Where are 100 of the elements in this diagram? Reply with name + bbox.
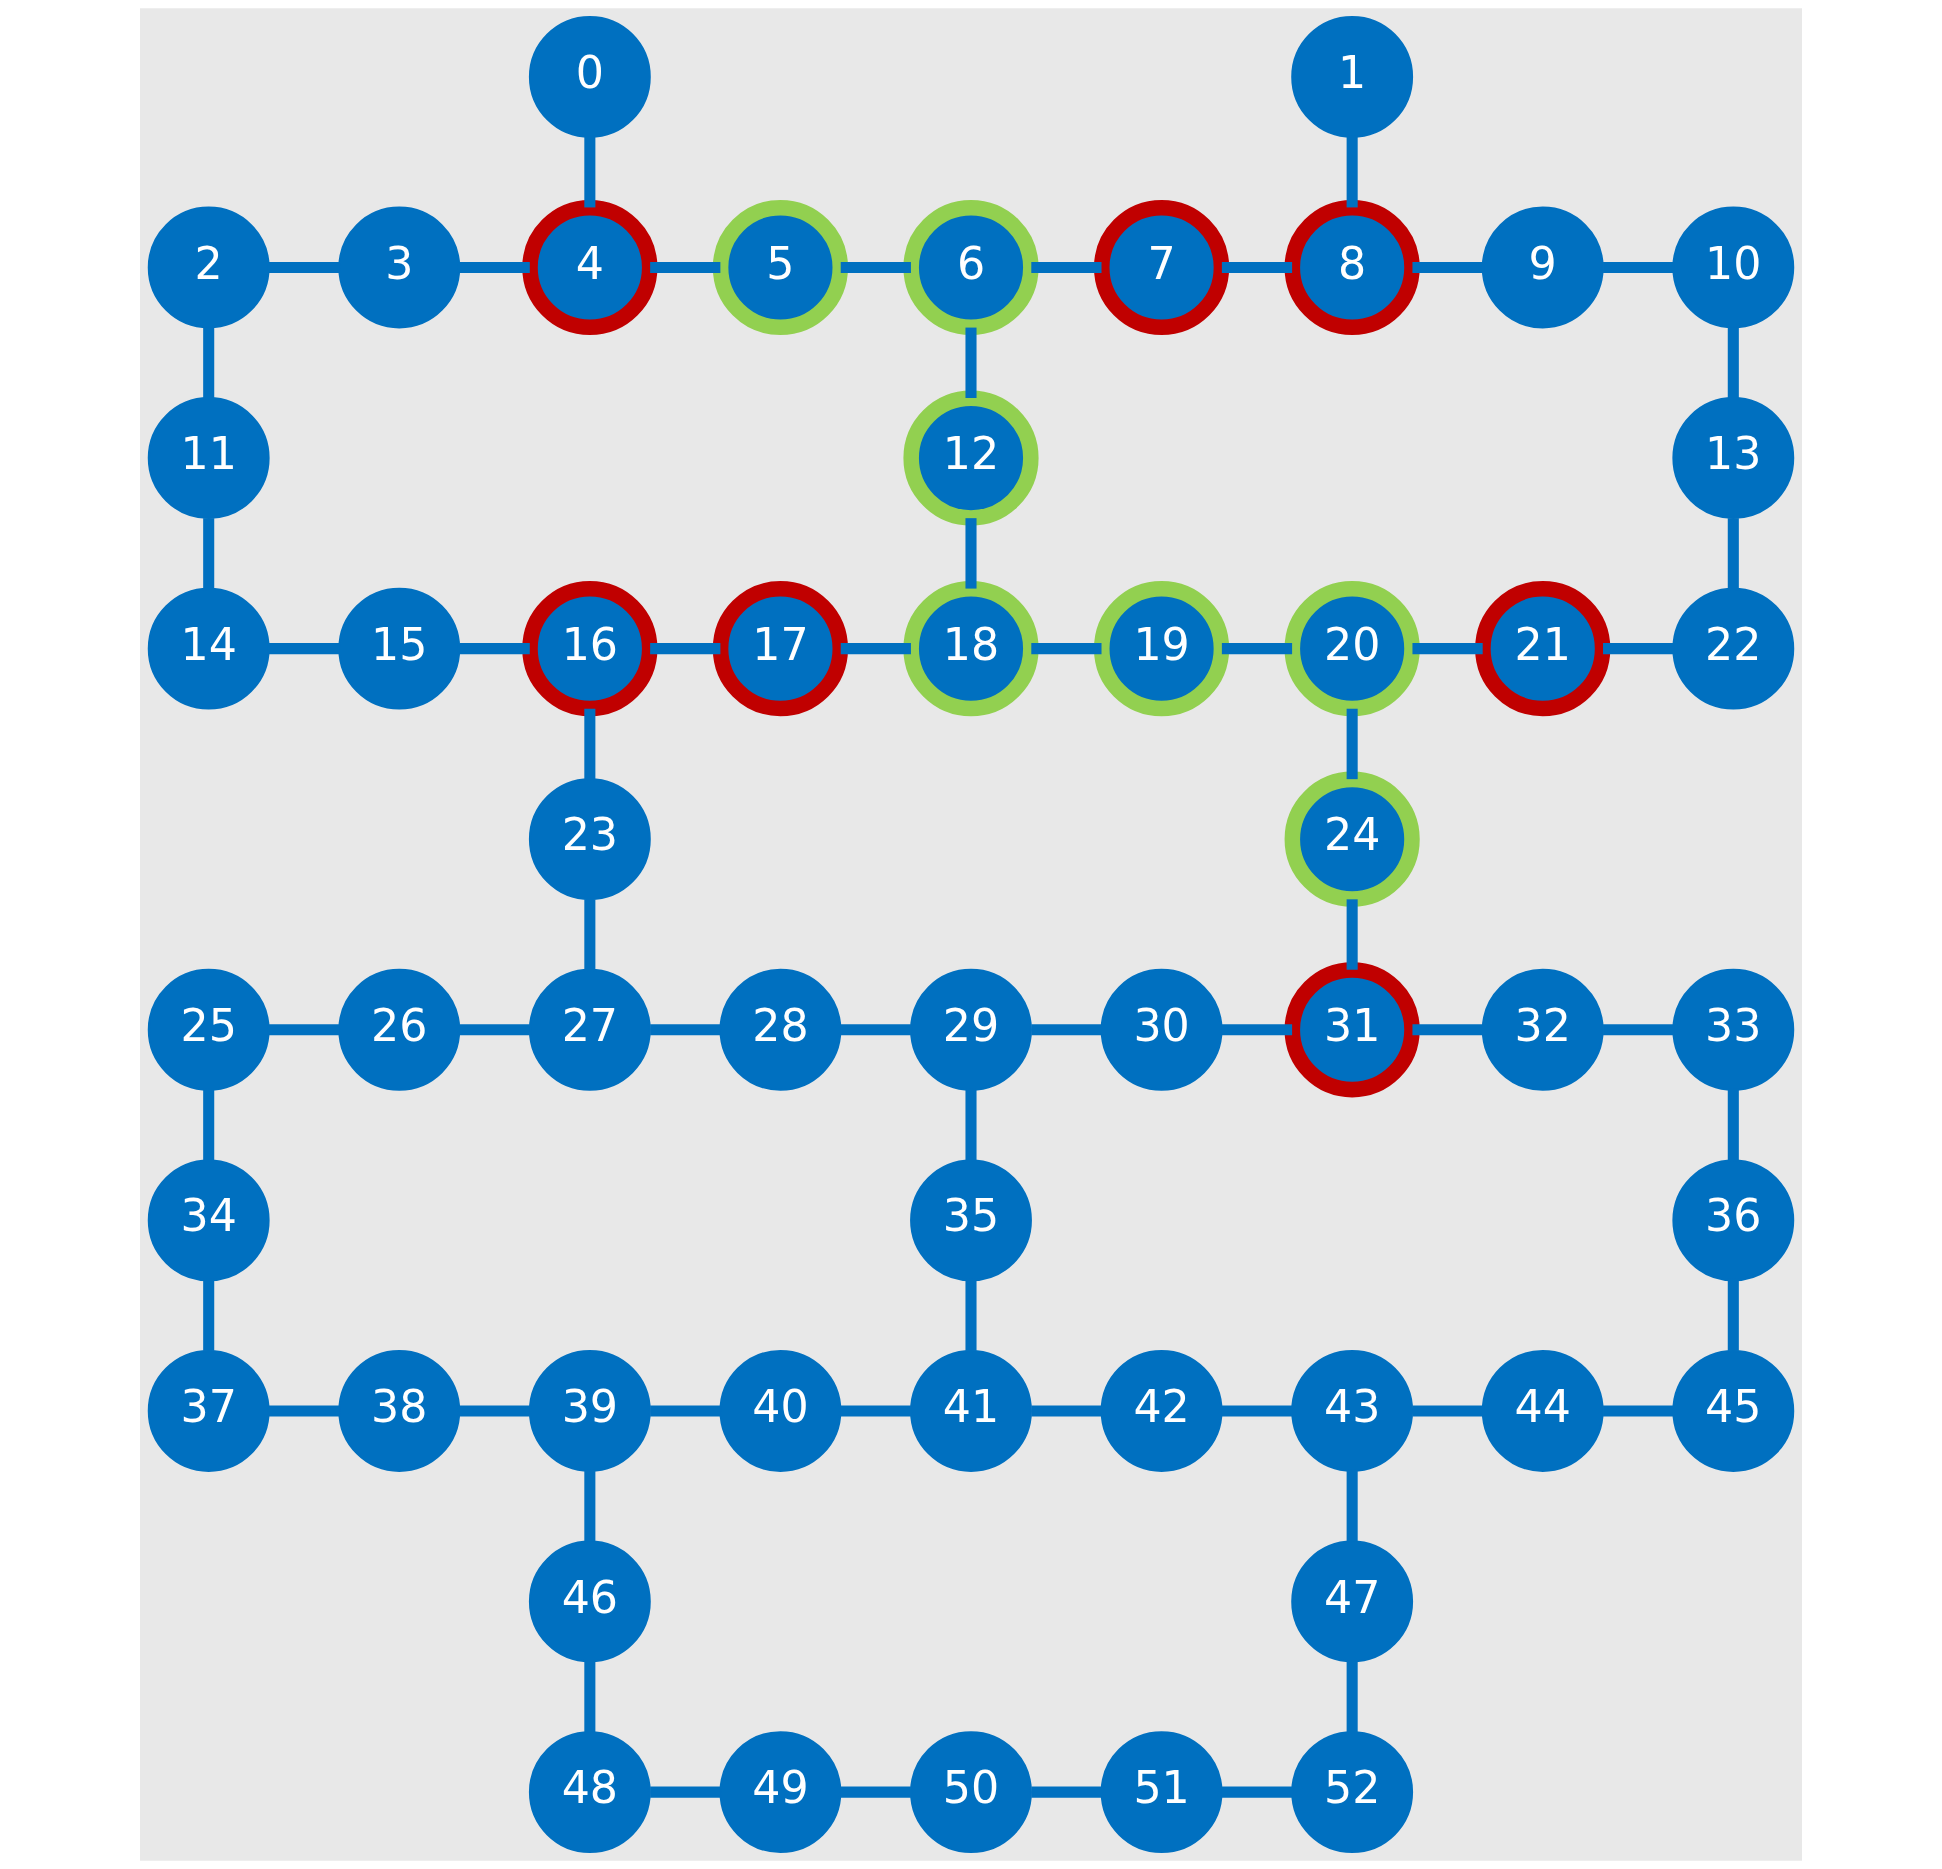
connector — [1727, 1280, 1739, 1351]
node-circle: 33 — [1672, 968, 1795, 1091]
node-circle: 47 — [1291, 1540, 1414, 1663]
connector — [840, 1786, 911, 1798]
connector — [965, 1280, 977, 1351]
node-circle: 34 — [147, 1159, 270, 1282]
node-circle: 36 — [1672, 1159, 1795, 1282]
connector — [584, 137, 596, 208]
connector — [1727, 518, 1739, 589]
node-circle: 15 — [338, 587, 461, 710]
node-circle: 6 — [903, 199, 1039, 336]
node-circle: 22 — [1672, 587, 1795, 710]
node-circle: 5 — [712, 199, 848, 336]
node-circle: 37 — [147, 1350, 270, 1472]
node-circle: 32 — [1481, 968, 1604, 1091]
connector — [1346, 1471, 1358, 1542]
connector — [1031, 1786, 1102, 1798]
connector — [1412, 261, 1483, 274]
node-circle: 16 — [522, 581, 658, 717]
connector — [650, 261, 721, 274]
node-circle: 1 — [1291, 15, 1414, 138]
node-circle: 35 — [910, 1159, 1032, 1282]
node-circle: 4 — [522, 199, 658, 336]
connector — [1031, 1405, 1102, 1417]
connector — [650, 643, 721, 655]
connector — [1346, 137, 1358, 208]
node-circle: 20 — [1284, 581, 1420, 717]
node-circle: 51 — [1100, 1731, 1223, 1854]
node-circle: 38 — [338, 1350, 461, 1472]
connector — [269, 643, 340, 655]
connector — [1221, 261, 1293, 274]
node-circle: 27 — [528, 968, 651, 1091]
connector — [1221, 643, 1293, 655]
connector — [840, 643, 911, 655]
node-circle: 25 — [147, 968, 270, 1091]
node-circle: 18 — [903, 581, 1039, 717]
node-circle: 28 — [719, 968, 842, 1091]
connector — [1412, 1024, 1483, 1036]
node-circle: 21 — [1475, 581, 1611, 717]
node-circle: 52 — [1291, 1731, 1414, 1854]
connector — [1603, 1405, 1674, 1417]
node-circle: 12 — [903, 390, 1039, 526]
connector — [584, 1471, 596, 1542]
connector — [584, 708, 596, 780]
node-circle: 45 — [1672, 1350, 1795, 1472]
connector — [1412, 643, 1483, 655]
node-circle: 40 — [719, 1350, 842, 1472]
node-circle: 48 — [528, 1731, 651, 1854]
connector — [650, 1786, 721, 1798]
node-circle: 23 — [528, 778, 651, 901]
connector — [584, 1661, 596, 1733]
node-circle: 30 — [1100, 968, 1223, 1091]
connector — [1603, 261, 1674, 274]
connector — [965, 1089, 977, 1161]
connector — [965, 327, 977, 398]
connector — [459, 261, 530, 274]
node-circle: 29 — [910, 968, 1032, 1091]
node-circle: 24 — [1284, 771, 1420, 907]
node-circle: 26 — [338, 968, 461, 1091]
connector — [1031, 261, 1102, 274]
connector — [203, 327, 215, 398]
connector — [203, 1280, 215, 1351]
node-circle: 42 — [1100, 1350, 1223, 1472]
connector — [1346, 1661, 1358, 1733]
connector — [269, 1405, 340, 1417]
connector — [1031, 643, 1102, 655]
connector — [459, 643, 530, 655]
node-circle: 9 — [1481, 206, 1604, 329]
connector — [1221, 1024, 1293, 1036]
node-circle: 13 — [1672, 397, 1795, 519]
connector — [1346, 899, 1358, 970]
connector — [840, 261, 911, 274]
node-circle: 17 — [712, 581, 848, 717]
connector — [1412, 1405, 1483, 1417]
connector — [1727, 327, 1739, 398]
connector — [1221, 1786, 1293, 1798]
node-circle: 3 — [338, 206, 461, 329]
connector — [1346, 708, 1358, 780]
node-circle: 41 — [910, 1350, 1032, 1472]
connector — [203, 1089, 215, 1161]
node-circle: 8 — [1284, 199, 1420, 336]
node-circle: 31 — [1284, 962, 1420, 1098]
node-circle: 46 — [528, 1540, 651, 1663]
connector — [1603, 643, 1674, 655]
connector — [840, 1405, 911, 1417]
node-circle: 43 — [1291, 1350, 1414, 1472]
node-circle: 11 — [147, 397, 270, 519]
connector — [584, 899, 596, 970]
node-circle: 14 — [147, 587, 270, 710]
node-circle: 19 — [1094, 581, 1230, 717]
node-circle: 7 — [1094, 199, 1230, 336]
connector — [1031, 1024, 1102, 1036]
node-circle: 44 — [1481, 1350, 1604, 1472]
connector — [203, 518, 215, 589]
node-circle: 50 — [910, 1731, 1032, 1854]
node-circle: 10 — [1672, 206, 1795, 329]
connector — [269, 261, 340, 274]
node-circle: 39 — [528, 1350, 651, 1472]
node-circle: 49 — [719, 1731, 842, 1854]
connector — [269, 1024, 340, 1036]
